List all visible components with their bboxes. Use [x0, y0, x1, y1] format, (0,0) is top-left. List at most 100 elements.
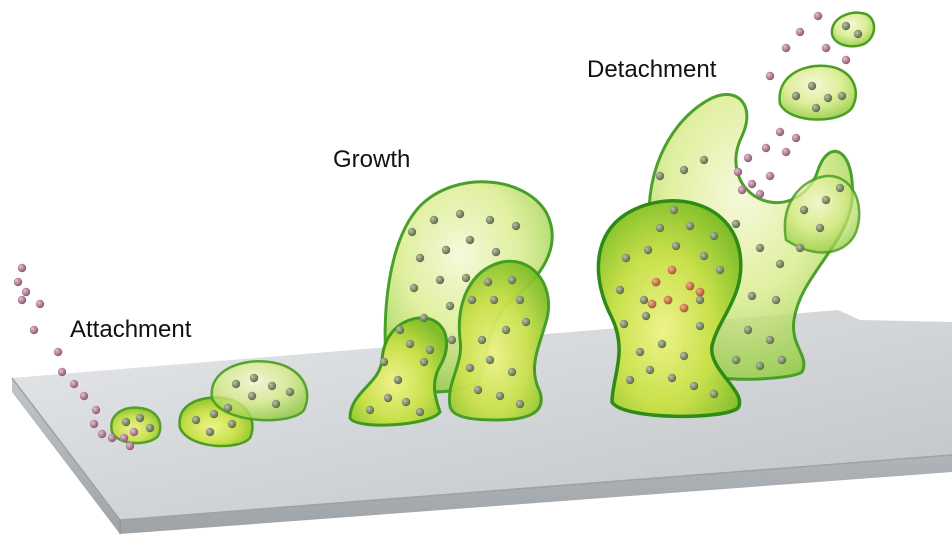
- bacterium: [792, 92, 800, 100]
- free-bacterium: [766, 72, 774, 80]
- bacterium: [620, 320, 628, 328]
- free-bacterium: [130, 428, 138, 436]
- free-bacterium: [108, 434, 116, 442]
- bacterium: [228, 420, 236, 428]
- bacterium: [842, 22, 850, 30]
- bacterium: [824, 94, 832, 102]
- bacterium: [646, 366, 654, 374]
- bacterium-active: [664, 296, 673, 305]
- bacterium: [516, 400, 524, 408]
- bacterium: [836, 184, 844, 192]
- free-bacterium: [58, 368, 66, 376]
- bacterium: [456, 210, 464, 218]
- free-bacterium: [120, 434, 128, 442]
- bacterium: [516, 296, 524, 304]
- growth-label: Growth: [333, 146, 410, 174]
- bacterium: [656, 172, 664, 180]
- free-bacterium: [18, 296, 26, 304]
- bacterium: [658, 340, 666, 348]
- bacterium: [384, 394, 392, 402]
- bacterium: [756, 244, 764, 252]
- bacterium: [468, 296, 476, 304]
- bacterium: [420, 358, 428, 366]
- bacterium: [522, 318, 530, 326]
- bacterium: [380, 358, 388, 366]
- bacterium: [616, 286, 624, 294]
- bacterium: [778, 356, 786, 364]
- free-bacterium: [30, 326, 38, 334]
- bacterium: [668, 374, 676, 382]
- bacterium: [502, 326, 510, 334]
- bacterium: [466, 364, 474, 372]
- bacterium: [136, 414, 144, 422]
- free-bacterium: [14, 278, 22, 286]
- bacterium: [700, 252, 708, 260]
- bacterium: [732, 356, 740, 364]
- bacterium: [496, 392, 504, 400]
- free-bacterium: [842, 56, 850, 64]
- free-bacterium: [796, 28, 804, 36]
- bacterium: [822, 196, 830, 204]
- free-bacterium: [734, 168, 742, 176]
- free-bacterium: [814, 12, 822, 20]
- free-bacterium: [776, 128, 784, 136]
- free-bacterium: [782, 44, 790, 52]
- bacterium: [776, 260, 784, 268]
- bacterium: [756, 362, 764, 370]
- bacterium: [854, 30, 862, 38]
- bacterium: [250, 374, 258, 382]
- bacterium: [808, 82, 816, 90]
- bacterium: [430, 216, 438, 224]
- bacterium: [772, 296, 780, 304]
- bacterium: [486, 356, 494, 364]
- bacterium: [710, 390, 718, 398]
- bacterium: [680, 166, 688, 174]
- bacterium: [670, 206, 678, 214]
- bacterium: [408, 228, 416, 236]
- bacterium: [206, 428, 214, 436]
- free-bacterium: [782, 148, 790, 156]
- bacterium: [426, 346, 434, 354]
- bacterium-active: [648, 300, 657, 309]
- bacterium: [700, 156, 708, 164]
- bacterium: [484, 278, 492, 286]
- free-bacterium: [22, 288, 30, 296]
- bacterium: [416, 254, 424, 262]
- bacterium: [146, 424, 154, 432]
- bacterium: [812, 104, 820, 112]
- free-bacterium: [126, 442, 134, 450]
- detachment-label: Detachment: [587, 56, 716, 84]
- bacterium: [696, 296, 704, 304]
- free-bacterium: [36, 300, 44, 308]
- bacterium: [474, 386, 482, 394]
- bacterium: [800, 206, 808, 214]
- bacterium-active: [680, 304, 689, 313]
- bacterium: [210, 410, 218, 418]
- bacterium: [690, 382, 698, 390]
- bacterium: [672, 242, 680, 250]
- bacterium: [486, 216, 494, 224]
- bacterium: [478, 336, 486, 344]
- bacterium: [490, 296, 498, 304]
- bacterium-active: [668, 266, 677, 275]
- bacterium: [396, 326, 404, 334]
- free-bacterium: [70, 380, 78, 388]
- bacterium: [636, 348, 644, 356]
- bacterium: [838, 92, 846, 100]
- bacterium: [748, 292, 756, 300]
- bacterium: [680, 352, 688, 360]
- bacterium-active: [652, 278, 661, 287]
- bacterium: [816, 224, 824, 232]
- bacterium: [766, 336, 774, 344]
- bacterium: [272, 400, 280, 408]
- bacterium: [442, 246, 450, 254]
- bacterium: [268, 382, 276, 390]
- bacterium: [686, 222, 694, 230]
- bacterium: [436, 276, 444, 284]
- bacterium: [192, 416, 200, 424]
- free-bacterium: [738, 186, 746, 194]
- bacterium: [462, 274, 470, 282]
- bacterium: [402, 398, 410, 406]
- detached-clumps: [780, 13, 875, 120]
- bacterium: [492, 248, 500, 256]
